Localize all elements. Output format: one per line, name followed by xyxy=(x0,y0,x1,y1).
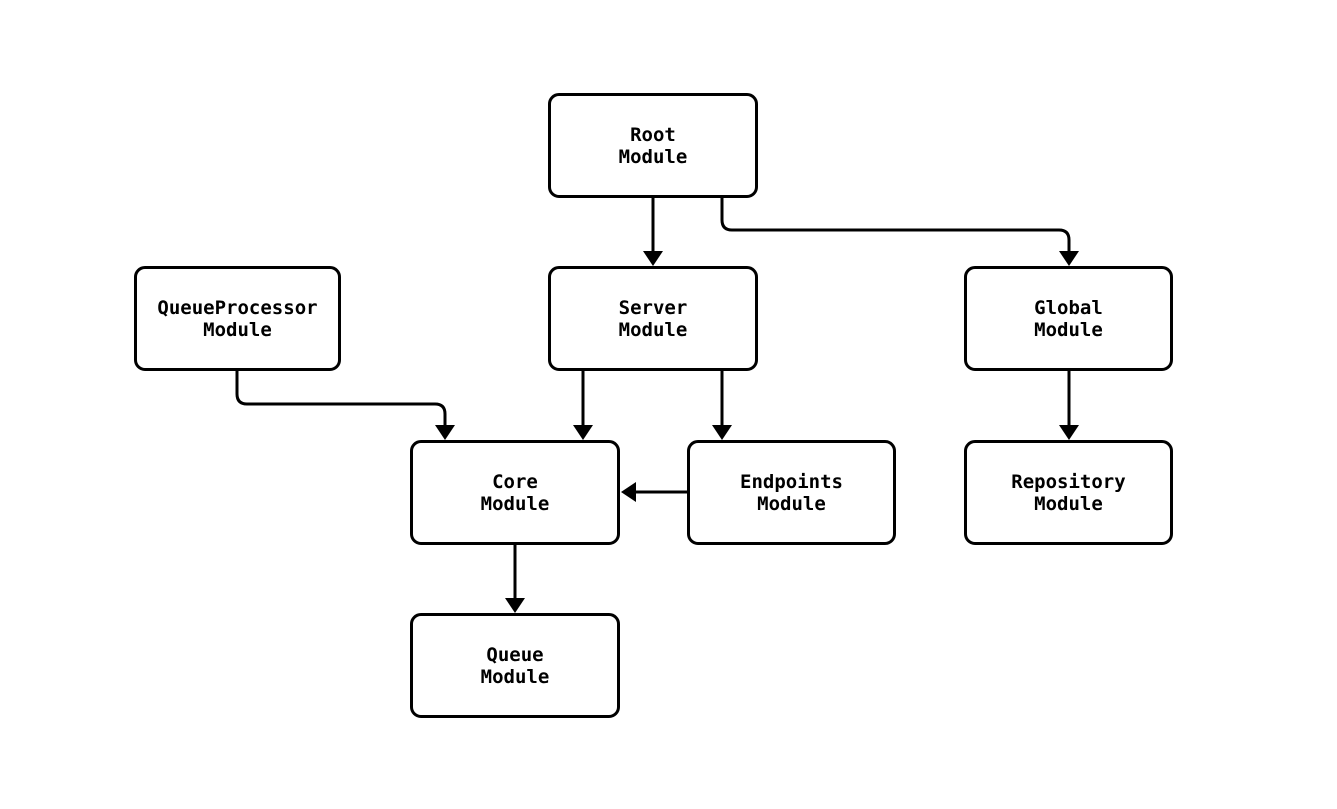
node-queue-label-line2: Module xyxy=(480,665,550,688)
arrowhead-server-to-endpoints xyxy=(712,425,732,440)
node-queue-label-line1: Queue xyxy=(486,643,544,666)
node-root-label-line2: Module xyxy=(618,145,688,168)
node-global-label-line1: Global xyxy=(1034,296,1103,319)
arrowhead-queueprocessor-to-core xyxy=(435,425,455,440)
node-endpoints-label-line1: Endpoints xyxy=(740,470,843,493)
edge-queueprocessor-to-core xyxy=(235,371,447,426)
node-repository-label-line2: Module xyxy=(1034,492,1103,515)
node-queueprocessor-label-line1: QueueProcessor xyxy=(157,296,318,319)
arrowhead-global-to-repository xyxy=(1059,425,1079,440)
node-endpoints-label-line2: Module xyxy=(757,492,826,515)
edge-root-to-global xyxy=(720,198,1071,252)
node-server-label-line1: Server xyxy=(618,296,688,319)
arrowhead-endpoints-to-core xyxy=(621,482,636,502)
node-root-label-line1: Root xyxy=(630,123,676,146)
node-queueprocessor-label-line2: Module xyxy=(203,318,272,341)
arrowhead-root-to-server xyxy=(643,251,663,266)
node-core-label-line2: Module xyxy=(480,492,550,515)
arrowhead-core-to-queue xyxy=(505,598,525,613)
node-core-label-line1: Core xyxy=(492,470,538,493)
arrowhead-server-to-core xyxy=(573,425,593,440)
arrowhead-root-to-global xyxy=(1059,251,1079,266)
node-repository-label-line1: Repository xyxy=(1011,470,1126,493)
node-server-label-line2: Module xyxy=(618,318,688,341)
node-global-label-line2: Module xyxy=(1034,318,1103,341)
